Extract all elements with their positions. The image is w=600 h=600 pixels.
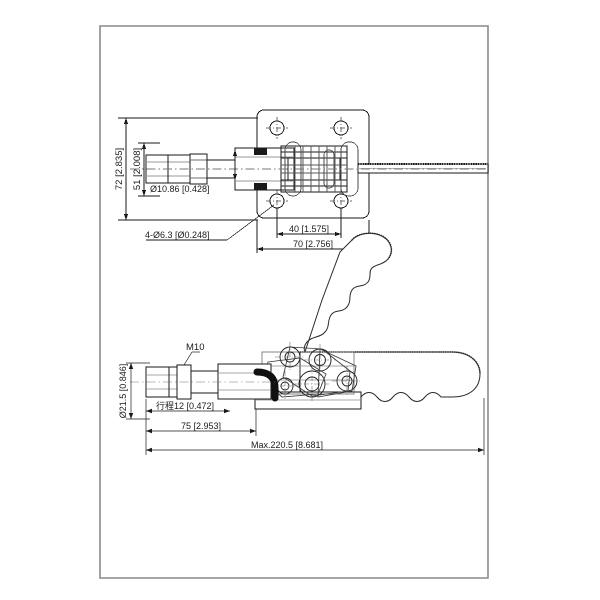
dim-height-overall <box>118 117 258 221</box>
leader-mounting-holes <box>146 204 275 241</box>
hole-centerlines <box>266 117 352 212</box>
dim-text-height-overall: 72 [2.835] <box>114 148 125 190</box>
dim-text-height-plate: 51 [2.008] <box>132 148 143 190</box>
dim-text-plunger-diameter: Ø21.5 [0.846] <box>118 364 128 419</box>
dim-text-bushing-diameter: Ø10.86 [0.428] <box>150 184 210 194</box>
plunger-hook <box>253 368 279 402</box>
handle-horizontal-grip-edge <box>300 351 481 375</box>
dim-text-plate-width: 70 [2.756] <box>293 239 333 249</box>
dim-text-length-to-base: 75 [2.953] <box>181 421 221 431</box>
dim-stroke <box>146 408 230 414</box>
dim-text-stroke: 行程12 [0.472] <box>156 400 214 411</box>
dim-length-to-base <box>145 399 257 436</box>
dim-bushing-leader <box>232 150 238 180</box>
side-view-group: M10 Ø21.5 [0.846] 行程12 [0.472] 75 [2.953… <box>118 232 485 455</box>
dim-hole-spacing <box>276 208 342 238</box>
handle-raised <box>303 232 392 354</box>
sheet-border <box>99 25 489 579</box>
top-view-group: 72 [2.835] 51 [2.008] Ø10.86 [0.428] 4-Ø… <box>114 109 489 253</box>
dim-height-plate <box>138 142 160 197</box>
dim-text-thread: M10 <box>186 342 204 353</box>
dim-text-mounting-holes: 4-Ø6.3 [Ø0.248] <box>145 230 210 240</box>
dim-plunger-diameter <box>126 362 150 420</box>
leader-thread <box>183 351 200 366</box>
dim-text-hole-spacing: 40 [1.575] <box>289 224 329 234</box>
handle-rod-top <box>357 163 489 174</box>
dim-text-max-length: Max.220.5 [8.681] <box>251 440 323 450</box>
dim-max-length <box>145 398 485 455</box>
plunger-assembly-side <box>145 363 272 400</box>
